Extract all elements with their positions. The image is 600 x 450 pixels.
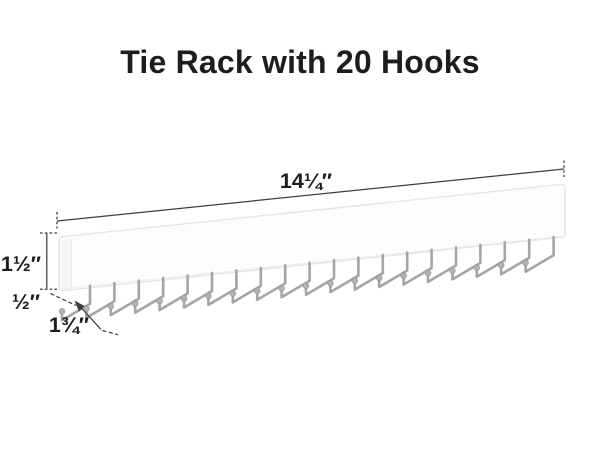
hook-ball-tip [180,295,188,302]
hook-length-dimension-label: 1¾″ [49,313,89,337]
rail-left-end-face [59,239,72,290]
hook-wire [182,271,214,309]
hook-wire [377,251,409,289]
hook [351,253,385,291]
hook-wire [426,246,458,284]
width-dimension-line [56,168,565,222]
hook [400,248,433,286]
hook-wire [158,274,189,312]
hook-ball-tip [327,280,334,287]
hook-wire [475,241,507,279]
depth-dimension-label: ½″ [12,290,40,314]
hook-length-arrowhead [74,300,85,312]
hook-ball-tip [278,285,285,292]
height-dimension: 1½″ [1,232,57,290]
hook-ball-tip [400,272,407,279]
hook [254,264,287,302]
hook-wire [133,276,165,314]
hook-wire [231,266,263,304]
hook-ball-tip [522,259,529,266]
width-dimension: 14¼″ [56,160,565,229]
depth-dimension: ½″ [12,290,77,314]
hook-wire [499,238,531,276]
hook-length-dimension: 1¾″ [49,300,119,337]
hook-wire [109,279,141,317]
hook-wire [451,243,482,281]
hook-wire [304,258,336,296]
hook-wire [255,264,287,302]
hook [132,276,165,314]
hook-wire [207,269,238,307]
hook [278,261,311,299]
hook-ball-tip [132,300,139,307]
hook-ball-tip [424,269,432,277]
hook-wire [60,284,92,322]
hook-ball-tip [254,287,261,295]
hook-ball-tip [302,282,310,289]
hook [498,238,531,276]
hook-wire [524,235,555,273]
rail-front-face [58,183,566,292]
height-dimension-label: 1½″ [1,252,41,276]
hook-ball-tip [473,264,480,272]
hook-wire [280,261,311,299]
hook [229,266,263,304]
hook-ball-tip [498,262,505,269]
hook [58,284,92,322]
hook-ball-tip [83,305,90,312]
hook [473,241,507,279]
hook [156,274,189,312]
hook-ball-tip [156,297,163,305]
rail-bottom-edge-shade [60,235,563,290]
hook [205,269,238,307]
hook-ball-tip [205,292,212,300]
hook-wire [329,256,360,294]
hook [424,246,458,284]
hook-length-leader-line [81,307,102,330]
hook [302,258,336,296]
hooks-group [58,235,555,322]
hook-wire [353,253,385,291]
depth-dimension-dashed-line [50,292,77,307]
hook-ball-tip [58,308,66,315]
hook-ball-tip [376,274,383,282]
hook-ball-tip [107,303,115,310]
hook [107,279,141,317]
hook [376,251,409,289]
hook [522,235,555,273]
width-dimension-label: 14¼″ [280,169,332,193]
hook [449,243,482,281]
hook [327,256,360,294]
hook-ball-tip [449,267,456,274]
hook [180,271,214,309]
hook-ball-tip [351,277,358,284]
page-title: Tie Rack with 20 Hooks [120,44,480,80]
rack-rail [58,183,566,292]
hook-length-dashed-line [102,329,119,336]
hook-wire [402,248,433,286]
hook-ball-tip [229,290,237,297]
